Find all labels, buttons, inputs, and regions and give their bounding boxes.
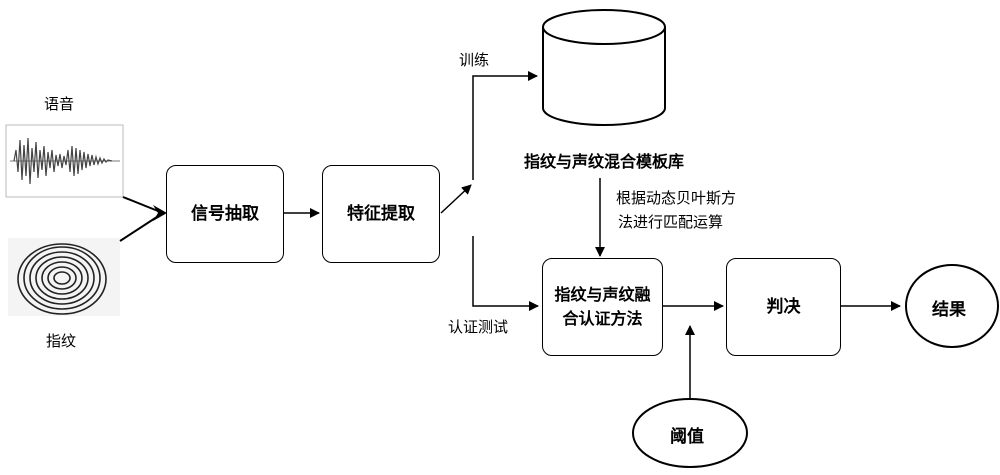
fusion-auth-node: 指纹与声纹融 合认证方法 [542, 258, 663, 356]
signal-extraction-node: 信号抽取 [166, 165, 284, 263]
fusion-auth-label-line-2: 合认证方法 [562, 309, 643, 328]
signal-extraction-label: 信号抽取 [191, 204, 259, 224]
matching-note-line-2: 法进行匹配运算 [618, 213, 724, 231]
training-label: 训练 [459, 51, 490, 69]
result-node-shape [905, 264, 999, 348]
threshold-node-shape [632, 398, 748, 468]
fingerprint-label: 指纹 [46, 332, 77, 350]
voice-waveform-image [5, 124, 124, 198]
matching-note-line-1: 根据动态贝叶斯方 [616, 189, 737, 207]
matching-note: 根据动态贝叶斯方 法进行匹配运算 [616, 186, 736, 234]
voice-label: 语音 [44, 95, 75, 113]
decision-node: 判决 [726, 258, 841, 356]
fusion-auth-label-line-1: 指纹与声纹融 [554, 285, 651, 304]
feature-extraction-label: 特征提取 [347, 204, 415, 224]
template-database-cylinder [542, 9, 666, 126]
feature-extraction-node: 特征提取 [322, 165, 440, 263]
template-database-label: 指纹与声纹混合模板库 [524, 152, 685, 171]
decision-label: 判决 [766, 297, 801, 317]
threshold-label: 阈值 [670, 427, 704, 447]
fingerprint-image [8, 238, 120, 316]
result-label: 结果 [932, 300, 966, 320]
auth-test-label: 认证测试 [448, 318, 509, 336]
